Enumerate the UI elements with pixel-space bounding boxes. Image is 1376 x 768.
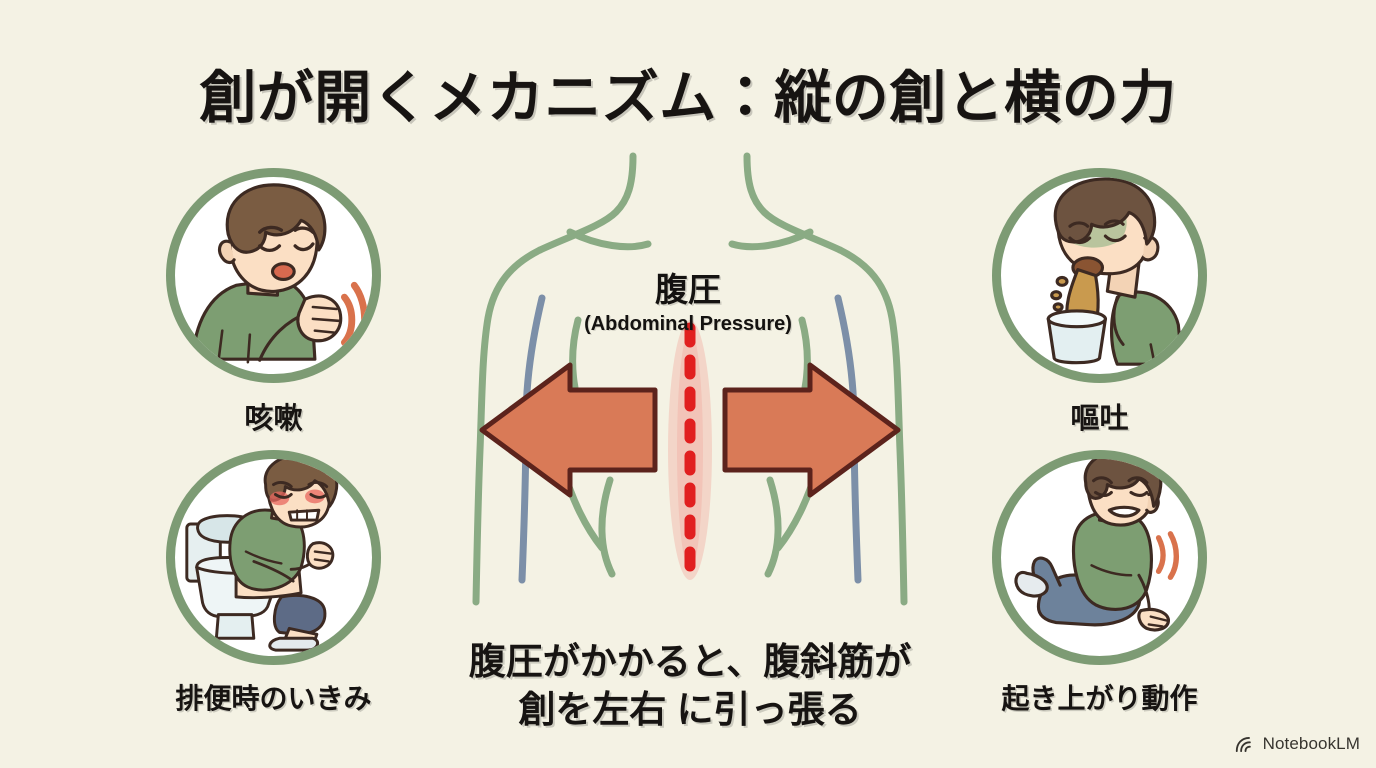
card-risingup-label: 起き上がり動作 — [1001, 683, 1198, 714]
card-straining-circle — [166, 450, 381, 665]
card-straining-label: 排便時のいきみ — [175, 683, 372, 714]
vomiting-person-icon — [1046, 177, 1184, 366]
card-risingup-circle — [992, 450, 1207, 665]
bottom-caption: 腹圧がかかると、腹斜筋が 創を左右 に引っ張る — [390, 638, 990, 734]
toilet-straining-icon — [185, 459, 339, 652]
sitting-up-person-icon — [1014, 459, 1180, 632]
notebooklm-watermark-text: NotebookLM — [1262, 734, 1360, 753]
card-straining[interactable]: 排便時のいきみ — [166, 450, 381, 717]
card-cough-circle — [166, 168, 381, 383]
torso-diagram — [420, 150, 960, 670]
card-cough[interactable]: 咳嗽 — [166, 168, 381, 437]
notebooklm-watermark: NotebookLM — [1235, 734, 1360, 754]
notebooklm-arc-icon — [1235, 736, 1251, 752]
card-vomiting-label: 嘔吐 — [1070, 403, 1129, 435]
card-cough-label: 咳嗽 — [244, 403, 303, 435]
card-risingup[interactable]: 起き上がり動作 — [992, 450, 1207, 717]
caption-line-2: 創を左右 に引っ張る — [518, 689, 862, 731]
card-vomiting-circle — [992, 168, 1207, 383]
card-vomiting[interactable]: 嘔吐 — [992, 168, 1207, 437]
caption-line-1: 腹圧がかかると、腹斜筋が — [468, 641, 912, 682]
page-title: 創が開くメカニズム：縦の創と横の力 — [199, 66, 1177, 130]
coughing-person-icon — [191, 183, 368, 364]
